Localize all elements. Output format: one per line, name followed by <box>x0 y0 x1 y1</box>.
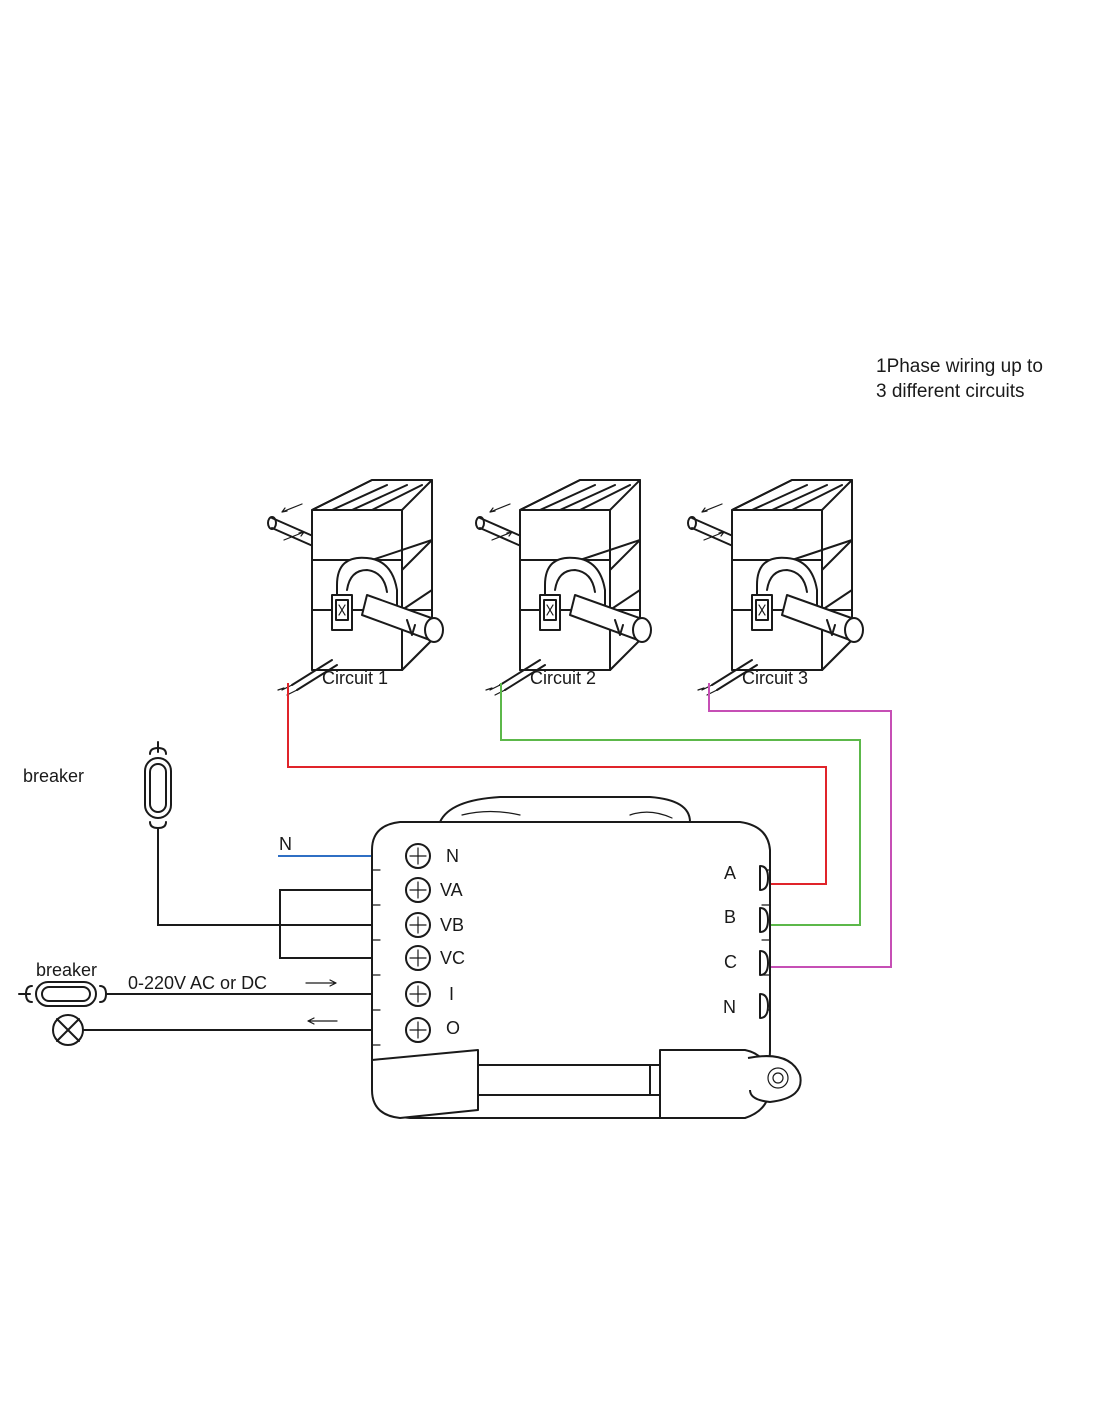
left-terminal-screws <box>405 843 431 1043</box>
breaker-top-icon <box>144 741 172 839</box>
voltage-bridge-wire <box>279 889 372 959</box>
terminal-label-n-right: N <box>723 997 736 1017</box>
terminal-label-b: B <box>724 907 736 927</box>
energy-meter-module <box>371 796 802 1119</box>
current-clamp-1 <box>267 479 444 696</box>
input-arrow-icon <box>305 979 337 987</box>
terminal-label-va: VA <box>440 880 463 900</box>
terminal-label-n: N <box>446 846 459 866</box>
breaker-bottom-icon <box>18 981 119 1007</box>
input-voltage-label: 0-220V AC or DC <box>128 973 267 993</box>
terminal-label-i: I <box>449 984 454 1004</box>
note-line-1: 1Phase wiring up to <box>876 356 1043 377</box>
circuit-3-label: Circuit 3 <box>742 668 808 688</box>
circuit-3-wire <box>708 683 892 968</box>
breaker-top-label: breaker <box>23 766 84 786</box>
breaker-line-wire <box>157 838 372 926</box>
circuit-2-label: Circuit 2 <box>530 668 596 688</box>
current-clamp-3 <box>687 479 864 696</box>
terminal-label-o: O <box>446 1018 460 1038</box>
current-clamp-2 <box>475 479 652 696</box>
circuit-1-label: Circuit 1 <box>322 668 388 688</box>
lamp-icon <box>52 1014 84 1046</box>
circuit-1-wire <box>287 683 827 885</box>
terminal-label-c: C <box>724 952 737 972</box>
terminal-label-vb: VB <box>440 915 464 935</box>
breaker-bottom-label: breaker <box>36 960 97 980</box>
circuit-2-wire <box>500 683 861 926</box>
terminal-label-a: A <box>724 863 736 883</box>
terminal-label-vc: VC <box>440 948 465 968</box>
output-arrow-icon <box>307 1017 338 1025</box>
neutral-label: N <box>279 834 292 854</box>
right-terminal-screws <box>759 865 769 1019</box>
note-line-2: 3 different circuits <box>876 381 1025 402</box>
